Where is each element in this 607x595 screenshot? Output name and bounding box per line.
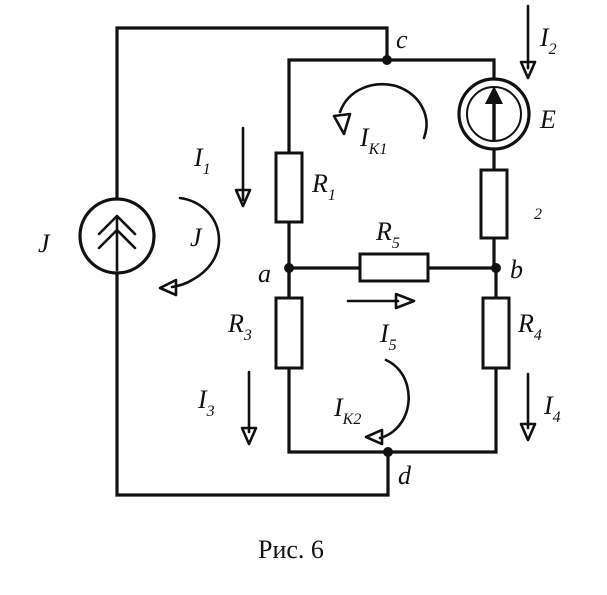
label-i4: I4 [543,391,561,426]
node-c-dot [382,55,392,65]
resistor-r5 [358,252,430,283]
node-label-d: d [398,461,412,490]
resistor-r1 [274,151,304,224]
node-label-c: c [396,25,408,54]
label-r1: R1 [311,169,336,204]
wire-c-right [385,58,496,82]
emf-source-e [457,77,531,151]
current-arrow-i2 [519,4,537,80]
resistor-r3 [274,296,304,370]
resistor-r4 [481,296,511,370]
node-label-a: a [258,259,271,288]
loop-arrow-ik2 [364,358,410,446]
label-r2: 2 [534,206,542,223]
node-d-dot [383,447,393,457]
label-r3: R3 [227,309,252,344]
label-i1: I1 [193,143,211,178]
current-arrow-i3 [240,370,258,446]
label-loop-j: J [190,223,203,252]
node-b-dot [491,263,501,273]
label-emf-e: E [539,105,556,134]
label-r4: R4 [517,309,542,344]
current-arrow-i1 [234,126,252,208]
wire-j-to-d [115,268,390,497]
label-current-source-j: J [38,229,51,258]
label-loop-ik1: IK1 [359,123,387,158]
node-a-dot [284,263,294,273]
wire-j-to-c [115,26,389,198]
label-r5: R5 [375,217,400,252]
current-source-j [78,197,156,275]
loop-arrow-ik1 [332,83,428,140]
current-arrow-i5 [346,292,416,310]
label-i3: I3 [197,385,215,420]
wire-r3-to-d [287,366,498,454]
resistor-r2 [479,168,509,240]
wire-c-left [287,58,389,155]
label-i2: I2 [539,23,557,58]
label-loop-ik2: IK2 [333,393,361,428]
label-i5: I5 [379,319,397,354]
current-arrow-i4 [519,372,537,442]
figure-caption: Рис. 6 [258,535,324,564]
loop-arrow-j [158,196,221,297]
node-label-b: b [510,255,523,284]
